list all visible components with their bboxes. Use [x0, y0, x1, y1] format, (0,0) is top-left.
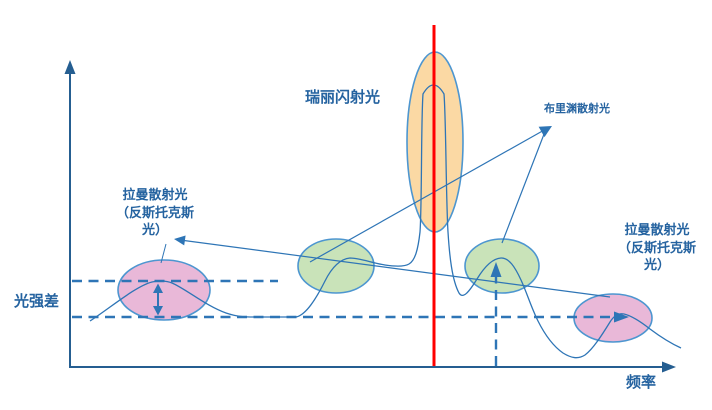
brillouin-arrowhead-icon: [538, 126, 552, 138]
intensity-diff-double-arrow: [153, 283, 163, 316]
raman-left-label-leader: [160, 243, 167, 264]
raman-right-label-line3: 光）: [643, 258, 670, 274]
y-axis-arrowhead-icon: [64, 60, 76, 74]
raman-left-arrowhead-icon: [174, 235, 186, 246]
x-axis-label: 频率: [626, 373, 657, 391]
intensity-diff-label: 光强差: [14, 292, 60, 310]
brillouin-pointer-left-line: [309, 128, 547, 263]
raman-left-label-line3: 光）: [141, 223, 168, 239]
brillouin-right-ellipse: [464, 238, 540, 294]
brillouin-label: 布里渊散射光: [544, 102, 610, 115]
raman-left-label-line2: （反斯托克斯: [115, 205, 194, 221]
brillouin-pointer-right-line: [501, 128, 547, 244]
rayleigh-label: 瑞丽闪射光: [305, 88, 381, 106]
raman-left-ellipse: [117, 259, 211, 321]
raman-right-label-line2: （反斯托克斯: [617, 240, 696, 256]
lower-dashed-arrowhead-icon: [614, 311, 629, 323]
raman-left-label-line1: 拉曼散射光: [122, 188, 188, 203]
frequency-dashed-arrowhead-icon: [490, 262, 502, 277]
raman-left-pointer-line: [183, 239, 611, 298]
raman-right-label-line1: 拉曼散射光: [624, 223, 690, 238]
x-axis-arrowhead-icon: [662, 361, 676, 373]
raman-right-label: 拉曼散射光 （反斯托克斯 光）: [608, 222, 706, 275]
raman-left-label: 拉曼散射光 （反斯托克斯 光）: [108, 187, 202, 240]
